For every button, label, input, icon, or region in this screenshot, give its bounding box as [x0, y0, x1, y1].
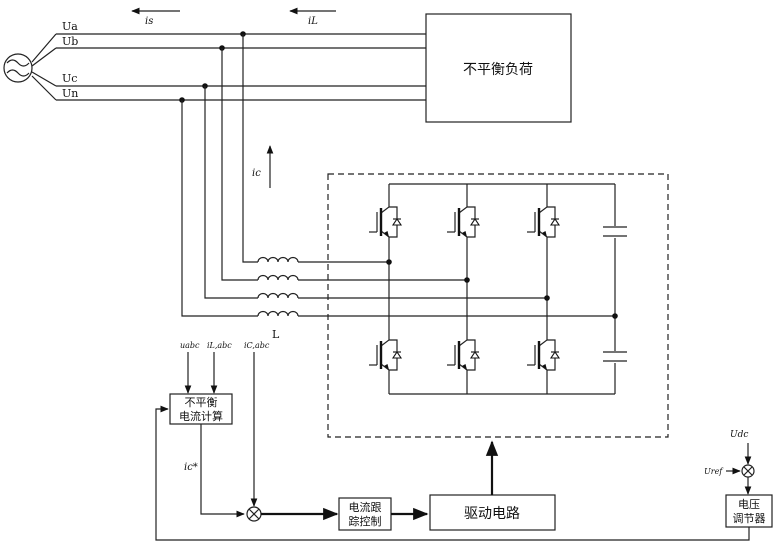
- unbalanced-load-label: 不平衡负荷: [463, 62, 533, 78]
- phase-label-ua: Ua: [62, 20, 78, 33]
- input-signal-labels: uabc iL,abc iC,abc: [180, 341, 270, 350]
- junction-dots: [179, 31, 246, 103]
- inverter-dashed-box: [327, 173, 669, 438]
- driver-circuit-block: 驱动电路: [429, 494, 556, 531]
- current-label-ic-star: ic*: [184, 462, 198, 473]
- igbt-switch: [527, 200, 561, 244]
- input-label-uabc: uabc: [180, 341, 200, 350]
- summing-junction-voltage: [741, 464, 755, 478]
- summing-junction-current: [246, 506, 262, 522]
- current-label-is: is: [145, 16, 153, 27]
- phase-label-ub: Ub: [62, 35, 78, 48]
- input-label-ic-abc: iC,abc: [244, 341, 270, 350]
- phase-lines: [56, 33, 426, 101]
- inductor-coils: [257, 256, 299, 317]
- dc-capacitors: [603, 226, 627, 363]
- inverter-bus: [386, 183, 618, 395]
- igbt-switch: [369, 333, 403, 377]
- regulator-block-line1: 电压: [738, 498, 760, 511]
- phase-labels: Ua Ub Uc Un: [62, 20, 78, 100]
- voltage-regulator-block: 电压 调节器: [725, 494, 773, 528]
- inductor-label: L: [272, 328, 280, 341]
- igbt-switch: [369, 200, 403, 244]
- calc-to-sum-arrow: [200, 424, 245, 518]
- calc-block-line2: 电流计算: [179, 409, 223, 423]
- regulator-block-line2: 调节器: [733, 512, 766, 525]
- igbt-switch: [447, 333, 481, 377]
- input-signal-arrows: [184, 352, 258, 507]
- regulator-feedback-wire: [155, 405, 750, 541]
- tracking-block-line2: 踪控制: [349, 514, 382, 528]
- input-label-uref: Uref: [704, 467, 724, 476]
- unbalanced-load-block: 不平衡负荷: [425, 13, 572, 123]
- igbt-switches: [369, 200, 561, 377]
- tracking-block-line1: 电流跟: [349, 500, 382, 514]
- igbt-switch: [447, 200, 481, 244]
- unbalanced-current-calc-block: 不平衡 电流计算: [169, 393, 233, 425]
- phase-label-uc: Uc: [62, 72, 77, 85]
- input-label-il-abc: iL,abc: [207, 341, 232, 350]
- igbt-switch: [527, 333, 561, 377]
- current-label-ic: ic: [252, 168, 261, 179]
- input-label-udc: Udc: [730, 430, 748, 440]
- branch-wires: [181, 34, 615, 317]
- current-label-il: iL: [308, 16, 318, 27]
- calc-block-line1: 不平衡: [185, 396, 218, 409]
- driver-block-label: 驱动电路: [464, 506, 520, 522]
- phase-label-un: Un: [62, 87, 78, 100]
- current-tracking-control-block: 电流跟 踪控制: [338, 497, 392, 531]
- current-arrows: is iL ic: [131, 7, 336, 188]
- ac-source: [3, 33, 57, 101]
